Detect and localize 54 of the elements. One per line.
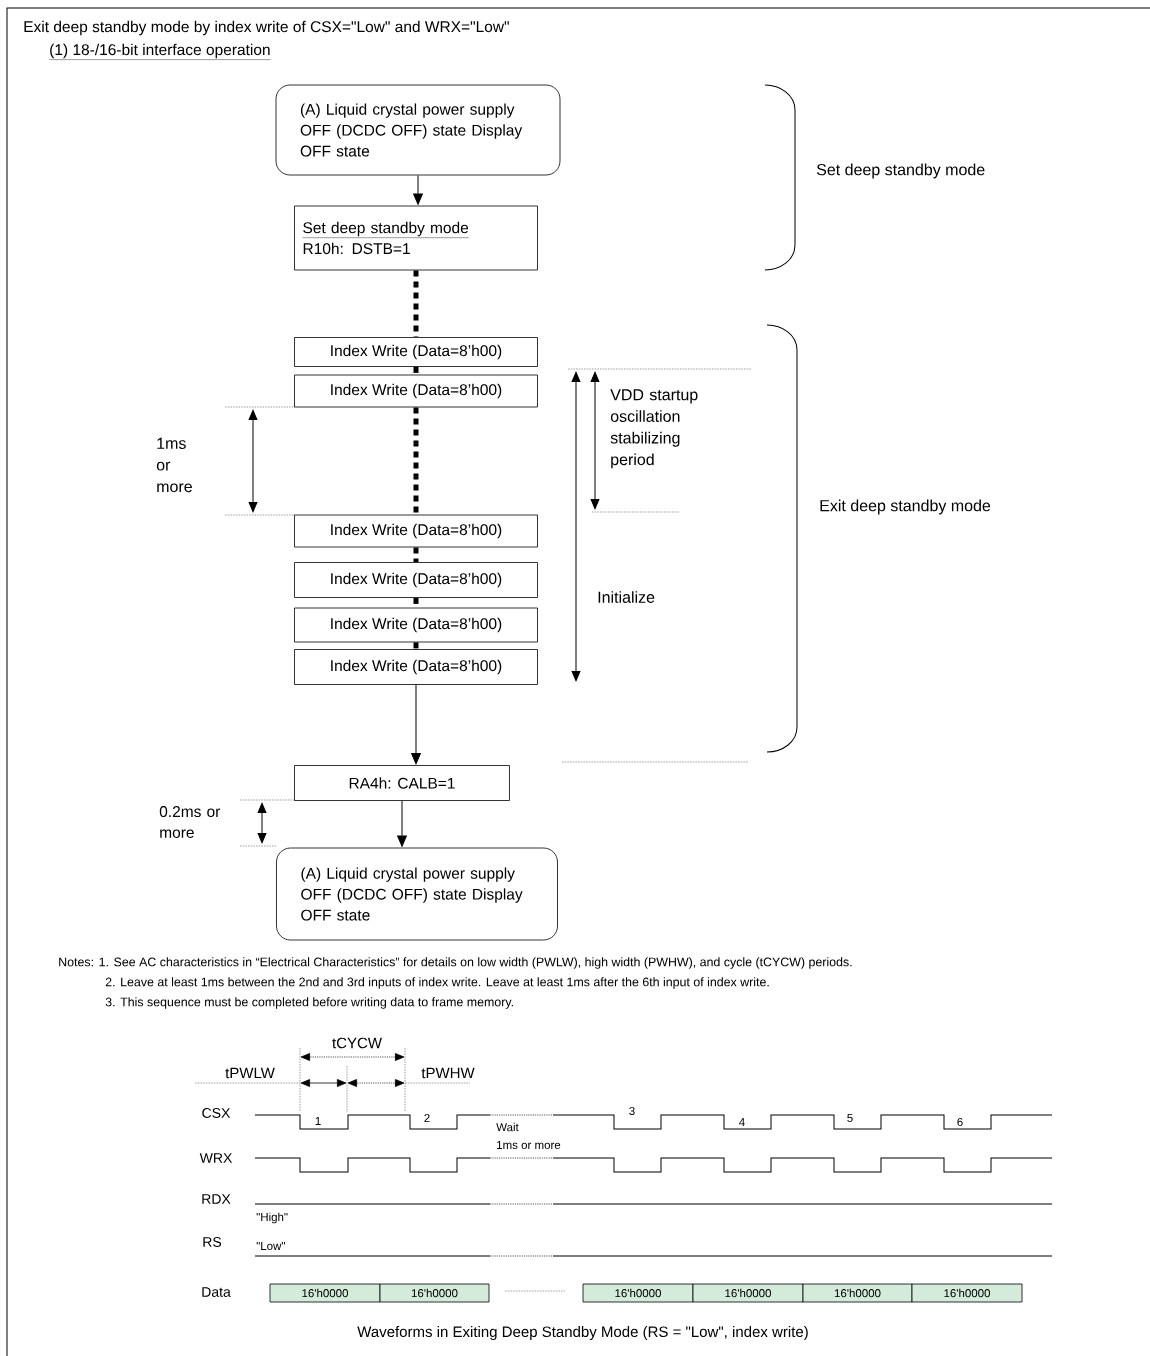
data-cell: 16'h0000 xyxy=(802,1283,913,1303)
pulse-number: 6 xyxy=(957,1117,963,1127)
process-box: Index Write (Data=8’h00) xyxy=(294,514,538,548)
note: 2. Leave at least 1ms between the 2nd and 3rd inputs of index write. Leave at least 1ms after the 6th input of index write. xyxy=(105,977,769,989)
pulse-number: 1 xyxy=(315,1117,321,1125)
process-box: Index Write (Data=8’h00) xyxy=(294,562,538,598)
note: 3. This sequence must be completed before writing data to frame memory. xyxy=(105,997,513,1009)
data-cell: 16'h0000 xyxy=(582,1283,694,1303)
wait-note: 1ms or more xyxy=(497,1141,561,1149)
dotted-connector xyxy=(413,407,419,515)
signal-label: RS xyxy=(203,1237,222,1247)
data-cell: 16'h0000 xyxy=(692,1283,804,1303)
signal-label: Data xyxy=(202,1287,231,1297)
dotted-connector xyxy=(413,366,419,375)
dotted-connector xyxy=(413,642,419,650)
arrow xyxy=(397,800,407,847)
signal-label: CSX xyxy=(202,1108,231,1118)
dimension-label: Initialize xyxy=(598,591,655,603)
bracket-label: Set deep standby mode xyxy=(816,163,985,179)
dimension-label: 1ms or more xyxy=(156,437,192,493)
terminal-box: (A) Liquid crystal power supply OFF (DCDC OFF) state Display OFF state xyxy=(276,847,558,941)
pulse-number: 3 xyxy=(629,1106,635,1116)
dimension-label: VDD startup oscillation stabilizing period xyxy=(610,389,698,469)
pulse-number: 5 xyxy=(847,1114,853,1122)
signal-label: RDX xyxy=(202,1194,231,1204)
level-label: "High" xyxy=(256,1212,288,1224)
caption: Waveforms in Exiting Deep Standby Mode (RS = "Low", index write) xyxy=(357,1326,808,1340)
arrow xyxy=(413,174,423,205)
data-cell: 16'h0000 xyxy=(911,1283,1023,1303)
arrow xyxy=(411,684,421,765)
note: Notes: 1. See AC characteristics in “Electrical Characteristics” for details on low width (PWLW), high width (PWHW), and cycle (tCYCW) periods. xyxy=(59,957,852,969)
timing-label: tCYCW xyxy=(332,1037,382,1049)
timing-label: tPWLW xyxy=(225,1067,275,1079)
wait-note: Wait xyxy=(496,1122,519,1132)
signal-label: WRX xyxy=(199,1153,233,1163)
data-cell: 16'h0000 xyxy=(269,1283,381,1303)
dimension-label: 0.2ms or more xyxy=(159,806,221,838)
pulse-number: 4 xyxy=(739,1118,745,1126)
heading: Exit deep standby mode by index write of CSX="Low" and WRX="Low" xyxy=(24,20,509,36)
process-box: Index Write (Data=8’h00) xyxy=(294,374,538,408)
process-box: Index Write (Data=8’h00) xyxy=(294,649,538,685)
dotted-connector xyxy=(413,547,419,563)
process-box: Index Write (Data=8’h00) xyxy=(294,607,538,643)
data-cell: 16'h0000 xyxy=(379,1283,490,1303)
timing-label: tPWHW xyxy=(421,1067,475,1079)
subheading: (1) 18-/16-bit interface operation xyxy=(49,43,271,60)
process-box: RA4h: CALB=1 xyxy=(294,765,510,801)
process-box: Set deep standby mode R10h: DSTB=1 xyxy=(294,205,538,271)
pulse-number: 2 xyxy=(424,1114,430,1122)
dotted-connector xyxy=(413,270,419,338)
process-box: Index Write (Data=8’h00) xyxy=(294,337,538,367)
bracket-label: Exit deep standby mode xyxy=(820,499,991,515)
level-label: "Low" xyxy=(256,1242,285,1250)
terminal-box: (A) Liquid crystal power supply OFF (DCDC OFF) state Display OFF state xyxy=(275,84,561,176)
